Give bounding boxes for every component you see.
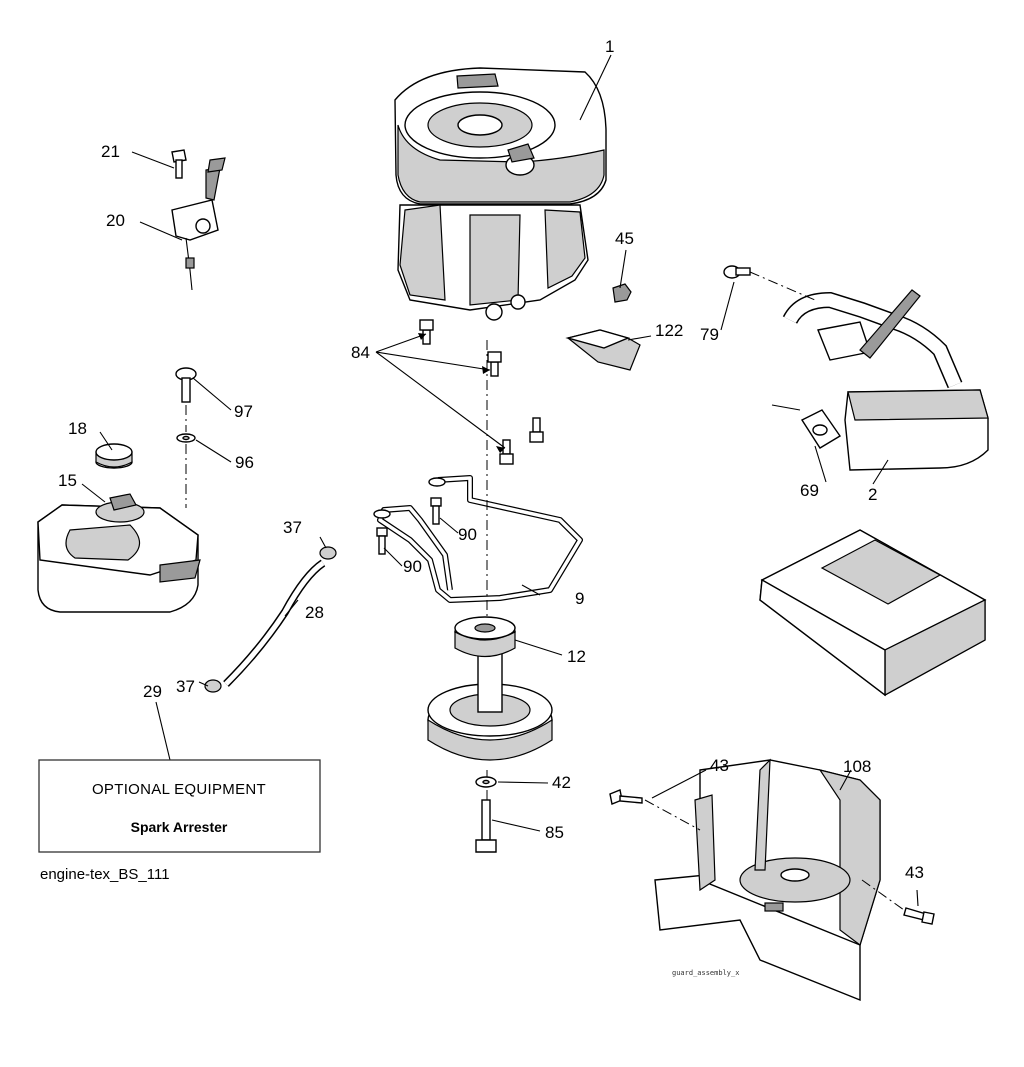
guard-stamp: guard_assembly_x bbox=[672, 969, 739, 977]
optional-equipment-title: OPTIONAL EQUIPMENT bbox=[92, 781, 266, 798]
screw-21 bbox=[171, 149, 187, 179]
callout-21: 21 bbox=[101, 142, 120, 161]
optional-equipment-box: OPTIONAL EQUIPMENT Spark Arrester bbox=[38, 759, 321, 853]
bolts-90 bbox=[376, 497, 442, 555]
callout-42: 42 bbox=[552, 773, 571, 792]
callout-43-right: 43 bbox=[905, 863, 924, 882]
callout-37-lower: 37 bbox=[176, 677, 195, 696]
bolts-84 bbox=[419, 319, 544, 465]
fuel-line bbox=[223, 559, 326, 687]
diagram-id: engine-tex_BS_111 bbox=[40, 866, 170, 883]
callout-122: 122 bbox=[655, 321, 683, 340]
callout-84: 84 bbox=[351, 343, 370, 362]
hose-clamp-lower bbox=[204, 679, 222, 693]
fuel-cap bbox=[95, 443, 133, 469]
callout-79: 79 bbox=[700, 325, 719, 344]
callout-43-left: 43 bbox=[710, 756, 729, 775]
callout-20: 20 bbox=[106, 211, 125, 230]
callout-2: 2 bbox=[868, 485, 877, 504]
bolt-43-right bbox=[903, 907, 935, 925]
optional-equipment-subtitle: Spark Arrester bbox=[131, 819, 228, 835]
callout-85: 85 bbox=[545, 823, 564, 842]
hose-clamp-upper bbox=[319, 546, 337, 560]
washer-96 bbox=[176, 433, 196, 443]
callout-12: 12 bbox=[567, 647, 586, 666]
callout-45: 45 bbox=[615, 229, 634, 248]
callout-37-upper: 37 bbox=[283, 518, 302, 537]
washer-42 bbox=[475, 776, 497, 788]
callout-90-lower: 90 bbox=[403, 557, 422, 576]
bolt-43-left bbox=[609, 789, 643, 805]
belt-keeper-9 bbox=[373, 475, 583, 603]
callout-69: 69 bbox=[800, 481, 819, 500]
callout-numbers: 1 2 9 12 15 18 20 21 28 29 37 37 42 43 4… bbox=[58, 37, 924, 882]
nut-45 bbox=[612, 283, 632, 303]
callout-15: 15 bbox=[58, 471, 77, 490]
bolt-85 bbox=[475, 799, 497, 853]
callout-18: 18 bbox=[68, 419, 87, 438]
callout-108: 108 bbox=[843, 757, 871, 776]
fuel-tank bbox=[37, 493, 201, 613]
callout-96: 96 bbox=[235, 453, 254, 472]
callout-28: 28 bbox=[305, 603, 324, 622]
leader-lines bbox=[81, 54, 919, 907]
engine-mount-plate bbox=[759, 529, 987, 697]
muffler-2 bbox=[782, 289, 989, 471]
gasket-69 bbox=[800, 409, 842, 449]
callout-1: 1 bbox=[605, 37, 614, 56]
bolt-79 bbox=[723, 265, 751, 279]
heat-shield-122 bbox=[565, 329, 641, 371]
callout-9: 9 bbox=[575, 589, 584, 608]
throttle-control bbox=[171, 157, 226, 291]
guard-assembly-108: guard_assembly_x bbox=[654, 758, 881, 1002]
engine-assembly bbox=[394, 67, 607, 321]
pulley-12 bbox=[427, 616, 553, 761]
callout-97: 97 bbox=[234, 402, 253, 421]
callout-29: 29 bbox=[143, 682, 162, 701]
screw-97 bbox=[175, 367, 197, 403]
callout-90-upper: 90 bbox=[458, 525, 477, 544]
